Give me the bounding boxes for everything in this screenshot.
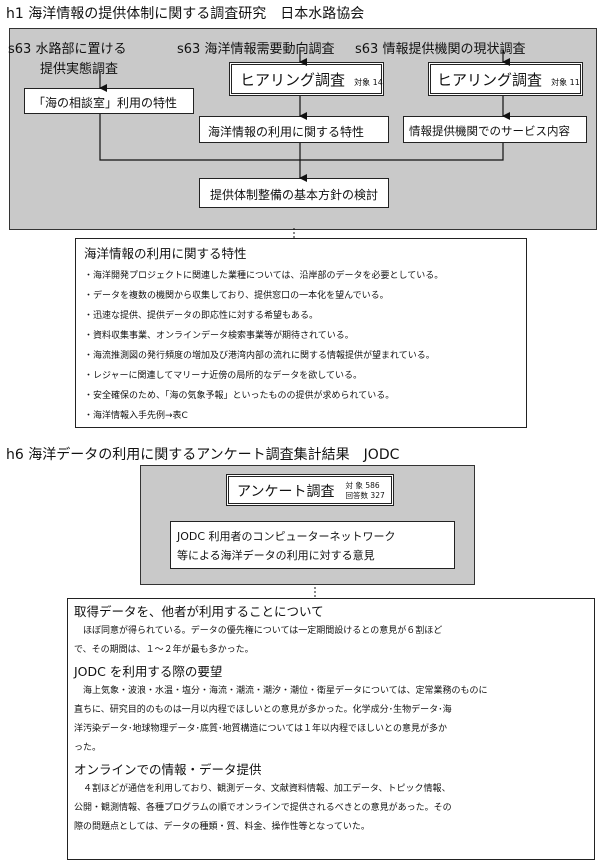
questionnaire-responses: 回答数 327 [345, 491, 385, 500]
questionnaire-target: 対 象 586 [345, 481, 380, 490]
hearing-survey-mid-label: ヒアリング調査 [240, 71, 346, 89]
questionnaire-label: アンケート調査 [237, 484, 335, 500]
results-block1-title: 取得データを、他者が利用することについて [74, 604, 324, 619]
merge-right [300, 143, 504, 161]
hearing-survey-right-label: ヒアリング調査 [437, 71, 543, 89]
characteristics-item: ・データを複数の機関から収集しており、提供窓口の一本化を望んでいる。 [84, 291, 389, 301]
characteristics-item: ・安全確保のため、「海の気象予報」といったものの提供が求められている。 [84, 391, 395, 401]
policy-box: 提供体制整備の基本方針の検討 [199, 178, 389, 208]
results-box: 取得データを、他者が利用することについて ほぼ同意が得られている。データの優先権… [67, 598, 595, 860]
hearing-survey-mid-count: 対象 14 [354, 78, 383, 87]
characteristics-box: 海洋情報の利用に関する特性 ・海洋開発プロジェクトに関連した業種については、沿岸… [75, 238, 527, 428]
characteristics-item: ・資料収集事業、オンラインデータ検索事業等が期待されている。 [84, 331, 354, 341]
hearing-survey-right-count: 対象 11 [551, 78, 580, 87]
mid-result-box: 海洋情報の利用に関する特性 [199, 116, 389, 143]
jodc-opinion-box: JODC 利用者のコンピューターネットワーク 等による海洋データの利用に対する意… [170, 521, 455, 569]
characteristics-item: ・レジャーに関連してマリーナ近傍の局所的なデータを欲している。 [84, 371, 363, 381]
sea-consultation-box: 「海の相談室」利用の特性 [24, 88, 194, 114]
results-block2-text: 直ちに、研究目的のものは一月以内程でほしいとの意見が多かった。化学成分･生物デー… [74, 705, 452, 715]
results-block3-text: ４割ほどが通信を利用しており、観測データ、文献資料情報、加工データ、トピック情報… [74, 784, 451, 794]
mid-result-label: 海洋情報の利用に関する特性 [208, 125, 365, 139]
results-block2-text: 洋汚染データ･地球物理データ･底質･地質構造については１年以内程でほしいとの意見… [74, 724, 447, 734]
section1-heading: h1 海洋情報の提供体制に関する調査研究 日本水路協会 [6, 6, 365, 22]
results-block3-title: オンラインでの情報・データ提供 [74, 762, 262, 777]
characteristics-title: 海洋情報の利用に関する特性 [84, 246, 247, 261]
left-column-title-1: s63 水路部に置ける [8, 42, 127, 57]
characteristics-item: ・海流推測図の発行頻度の増加及び港湾内部の流れに関する情報提供が望まれている。 [84, 351, 435, 361]
mid-column-title: s63 海洋情報需要動向調査 [177, 42, 335, 57]
results-block2-title: JODC を利用する際の要望 [74, 664, 223, 679]
results-block2-text: 海上気象・波浪・水温・塩分・海流・潮流・潮汐・潮位・衛星データについては、定常業… [74, 686, 488, 696]
jodc-opinion-line: JODC 利用者のコンピューターネットワーク [177, 530, 396, 543]
results-block1-text: で、その期間は、１～２年が最も多かった。 [74, 645, 254, 655]
sea-consultation-label: 「海の相談室」利用の特性 [33, 96, 178, 110]
characteristics-list: ・海洋開発プロジェクトに関連した業種については、沿岸部のデータを必要としている。… [84, 266, 526, 426]
policy-label: 提供体制整備の基本方針の検討 [210, 188, 379, 202]
characteristics-item: ・海洋開発プロジェクトに関連した業種については、沿岸部のデータを必要としている。 [84, 271, 444, 281]
jodc-opinion-line: 等による海洋データの利用に対する意見 [177, 549, 375, 562]
right-result-box: 情報提供機関でのサービス内容 [403, 116, 587, 143]
questionnaire-box: アンケート調査 対 象 586 回答数 327 [226, 474, 394, 506]
characteristics-item: ・海洋情報入手先例→表C [84, 411, 188, 421]
hearing-survey-right-box: ヒアリング調査 対象 11 [428, 62, 583, 96]
left-column-title-2: 提供実態調査 [40, 62, 119, 77]
results-block3-text: 際の問題点としては、データの種類・質、料金、操作性等となっていた。 [74, 822, 370, 832]
section2-heading: h6 海洋データの利用に関するアンケート調査集計結果 JODC [6, 447, 400, 463]
results-block1-text: ほぼ同意が得られている。データの優先権については一定期間設けるとの意見が６割ほど [74, 626, 443, 636]
results-block2-text: った。 [74, 743, 102, 753]
right-result-label: 情報提供機関でのサービス内容 [409, 124, 570, 138]
characteristics-item: ・迅速な提供、提供データの即応性に対する希望もある。 [84, 311, 319, 321]
right-column-title: s63 情報提供機関の現状調査 [355, 42, 526, 57]
merge-left [99, 114, 300, 161]
results-block3-text: 公開・観測情報、各種プログラムの順でオンラインで提供されるべきとの意見があった。… [74, 803, 452, 813]
